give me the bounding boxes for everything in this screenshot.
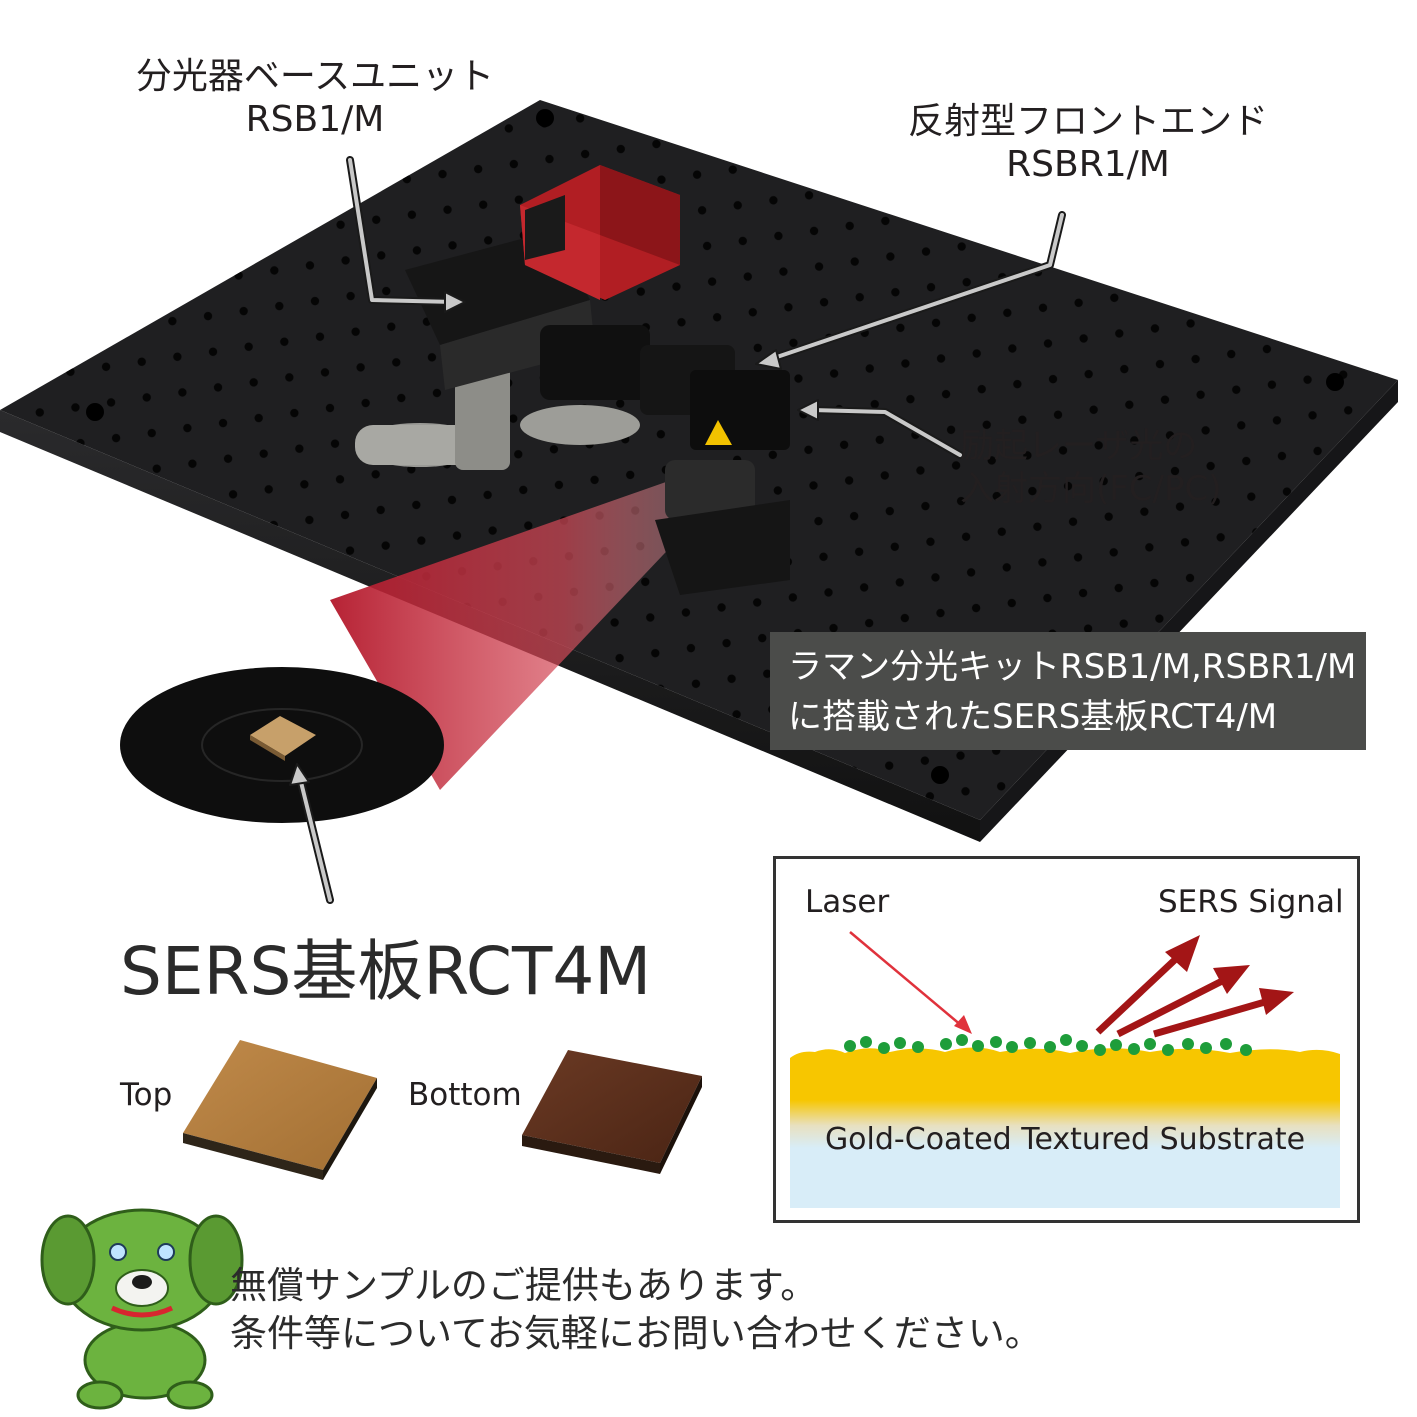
callout-line2: に搭載されたSERS基板RCT4/M <box>788 697 1278 737</box>
spectrometer-base-pn: RSB1/M <box>245 99 385 141</box>
diagram-substrate-label: Gold-Coated Textured Substrate <box>824 1122 1306 1157</box>
chip-bottom-label: Bottom <box>408 1077 522 1113</box>
chip-top-label: Top <box>120 1077 173 1113</box>
spectrometer-base-label: 分光器ベースユニット RSB1/M <box>115 55 515 141</box>
chip-top <box>183 1040 377 1180</box>
note-line1: 無償サンプルのご提供もあります。 <box>230 1264 818 1307</box>
leader-lines <box>289 156 1066 904</box>
sample-disc <box>120 667 444 823</box>
free-sample-note: 無償サンプルのご提供もあります。 条件等についてお気軽にお問い合わせください。 <box>230 1262 1042 1358</box>
laser-direction-line2: 入射方向(FC/PC) <box>960 468 1222 509</box>
spectrometer-assembly <box>355 165 790 595</box>
sers-substrate-title: SERS基板RCT4M <box>120 933 652 1010</box>
spectrometer-base-jp: 分光器ベースユニット <box>135 56 495 97</box>
mascot-dog <box>40 1208 244 1410</box>
diagram-laser-label: Laser <box>805 884 890 920</box>
frontend-pn: RSBR1/M <box>1006 144 1170 186</box>
callout-line1: ラマン分光キットRSB1/M,RSBR1/M <box>788 647 1357 687</box>
kit-callout-box: ラマン分光キットRSB1/M,RSBR1/M に搭載されたSERS基板RCT4/… <box>770 632 1366 750</box>
laser-direction-line1: 励起レーザ光の <box>960 426 1198 466</box>
laser-direction-label: 励起レーザ光の 入射方向(FC/PC) <box>960 425 1222 510</box>
frontend-label: 反射型フロントエンド RSBR1/M <box>888 100 1288 186</box>
diagram-signal-label: SERS Signal <box>1158 884 1344 920</box>
note-line2: 条件等についてお気軽にお問い合わせください。 <box>230 1312 1042 1355</box>
chip-bottom <box>522 1050 702 1174</box>
laser-beam <box>330 470 720 790</box>
frontend-jp: 反射型フロントエンド <box>907 101 1268 142</box>
